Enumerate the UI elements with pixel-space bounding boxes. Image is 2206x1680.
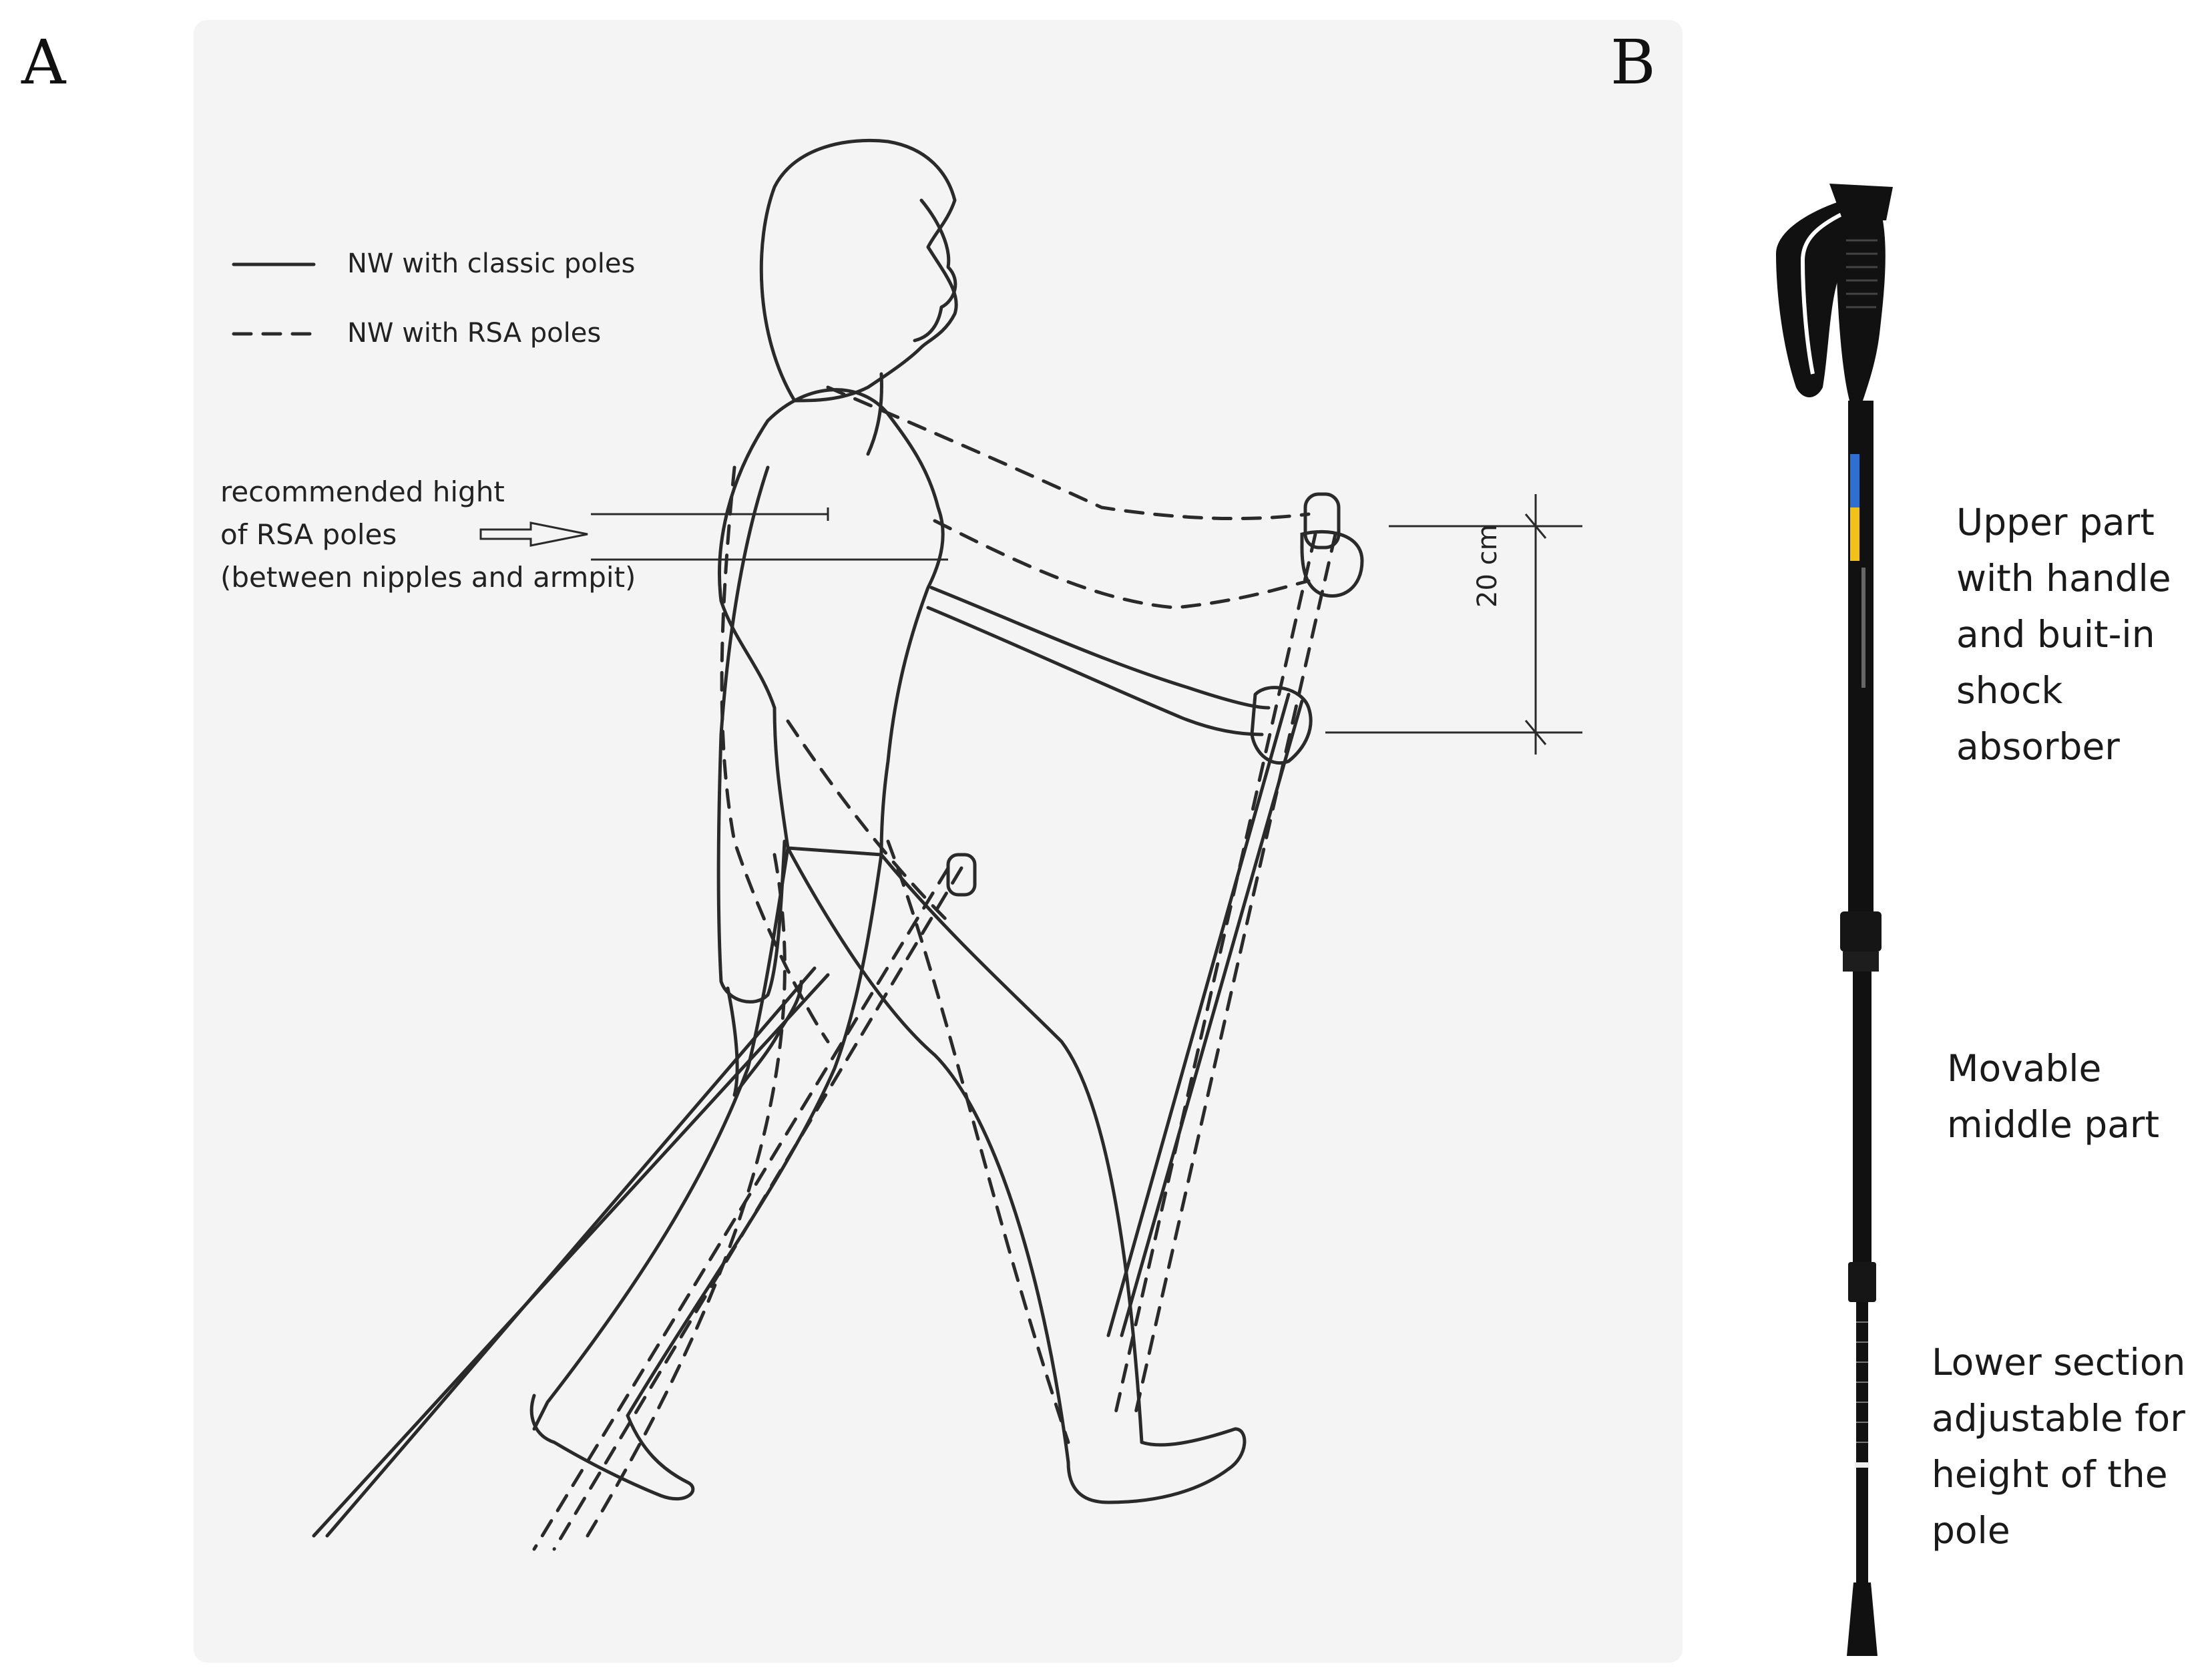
sketch-background xyxy=(194,20,1683,1663)
pole-middle-section xyxy=(1853,972,1871,1292)
lower-line-1: Lower section xyxy=(1932,1341,2186,1384)
rsa-arm-upper xyxy=(826,385,1311,521)
neck xyxy=(866,372,883,456)
rsa-leg-back xyxy=(586,853,787,1538)
rsa-back-arm xyxy=(786,719,950,923)
pole-brand-blue xyxy=(1850,454,1859,507)
lower-line-2: adjustable for xyxy=(1932,1397,2185,1440)
middle-line-1: Movable xyxy=(1947,1047,2102,1090)
front-arm xyxy=(929,586,1271,710)
back-hand xyxy=(726,980,803,1097)
rsa-pole-back-edge xyxy=(532,866,950,1551)
classic-pole-back-edge xyxy=(325,966,817,1538)
legend-rsa-label: NW with RSA poles xyxy=(347,318,602,349)
torso-outline xyxy=(718,388,945,857)
pole-rubber-tip xyxy=(1847,1583,1878,1656)
rsa-back-pole-grip xyxy=(946,853,977,897)
pole-brand-yellow xyxy=(1850,507,1859,561)
face-profile xyxy=(913,198,957,343)
recommended-height-note: recommended hight of RSA poles (between … xyxy=(220,471,636,599)
pole-lock-collar-upper xyxy=(1840,911,1882,952)
front-foot xyxy=(1066,1427,1247,1504)
front-leg xyxy=(879,853,1144,1444)
upper-line-3: and buit-in xyxy=(1956,613,2155,656)
hair-outline xyxy=(759,138,958,403)
panel-label-a: A xyxy=(21,27,66,98)
classic-pole-back xyxy=(312,973,830,1538)
trekking-pole-photo xyxy=(1776,184,1893,1656)
panel-label-b: B xyxy=(1610,27,1656,98)
legend-classic-label: NW with classic poles xyxy=(347,248,636,279)
pole-middle-label: Movable middle part xyxy=(1947,1040,2159,1152)
rsa-pole-front xyxy=(1133,532,1337,1418)
dimension-20cm-label: 20 cm xyxy=(1472,524,1503,608)
note-line-3: (between nipples and armpit) xyxy=(220,561,636,594)
rsa-pole-grip xyxy=(1303,492,1341,550)
upper-line-5: absorber xyxy=(1956,725,2120,768)
pole-upper-label: Upper part with handle and buit-in shock… xyxy=(1956,494,2171,775)
lower-line-3: height of the xyxy=(1932,1453,2168,1496)
pole-lock-collar-lower xyxy=(1848,1262,1876,1302)
front-arm-lower xyxy=(926,606,1264,737)
back-leg xyxy=(532,846,790,1431)
rsa-leg-front xyxy=(886,839,1070,1444)
pole-lower-label: Lower section adjustable for height of t… xyxy=(1932,1334,2185,1558)
note-line-2: of RSA poles xyxy=(220,518,397,551)
back-foot xyxy=(529,1394,695,1501)
back-arm xyxy=(716,465,787,1004)
front-leg-outer xyxy=(786,846,1070,1464)
upper-line-1: Upper part xyxy=(1956,501,2155,544)
classic-pole-front xyxy=(1106,692,1291,1337)
recommended-arrow xyxy=(479,521,588,547)
note-line-1: recommended hight xyxy=(220,475,505,508)
back-leg-inner xyxy=(626,853,883,1418)
rsa-arm-lower xyxy=(933,519,1311,610)
upper-line-2: with handle xyxy=(1956,557,2171,600)
rsa-pole-front-edge xyxy=(1113,532,1317,1418)
lower-line-4: pole xyxy=(1932,1509,2010,1552)
rsa-torso xyxy=(720,465,830,1044)
rsa-hand xyxy=(1300,530,1364,598)
upper-line-4: shock xyxy=(1956,669,2063,712)
front-hand xyxy=(1250,686,1313,765)
middle-line-2: middle part xyxy=(1947,1103,2160,1146)
rsa-pole-back xyxy=(552,866,963,1551)
